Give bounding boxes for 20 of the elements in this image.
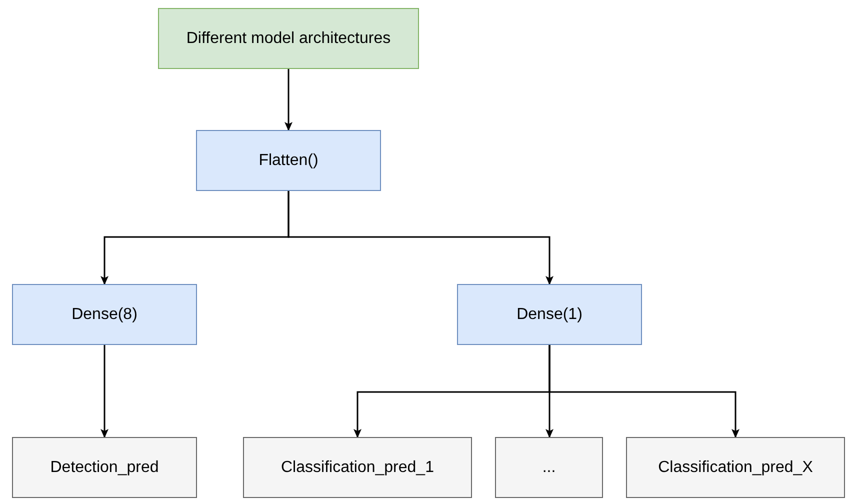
node-label: Flatten() <box>258 152 318 170</box>
output-box <box>626 437 845 498</box>
node-label: Dense(8) <box>72 306 138 324</box>
arrow <box>100 345 108 438</box>
layer-box <box>12 284 197 345</box>
node-label: ... <box>542 458 556 476</box>
output-box <box>12 437 197 498</box>
node-label: Dense(1) <box>516 306 582 324</box>
layer-box <box>457 284 642 345</box>
arrow <box>548 345 740 438</box>
arrow <box>284 69 292 131</box>
output-box <box>495 437 603 498</box>
node-label: Classification_pred_X <box>658 458 813 476</box>
layer-box <box>196 130 381 191</box>
input-box <box>158 8 419 69</box>
node-label: Detection_pred <box>50 458 159 476</box>
node-label: Classification_pred_1 <box>281 458 434 476</box>
arrow <box>288 191 554 285</box>
output-box <box>243 437 472 498</box>
node-label: Different model architectures <box>186 30 391 48</box>
